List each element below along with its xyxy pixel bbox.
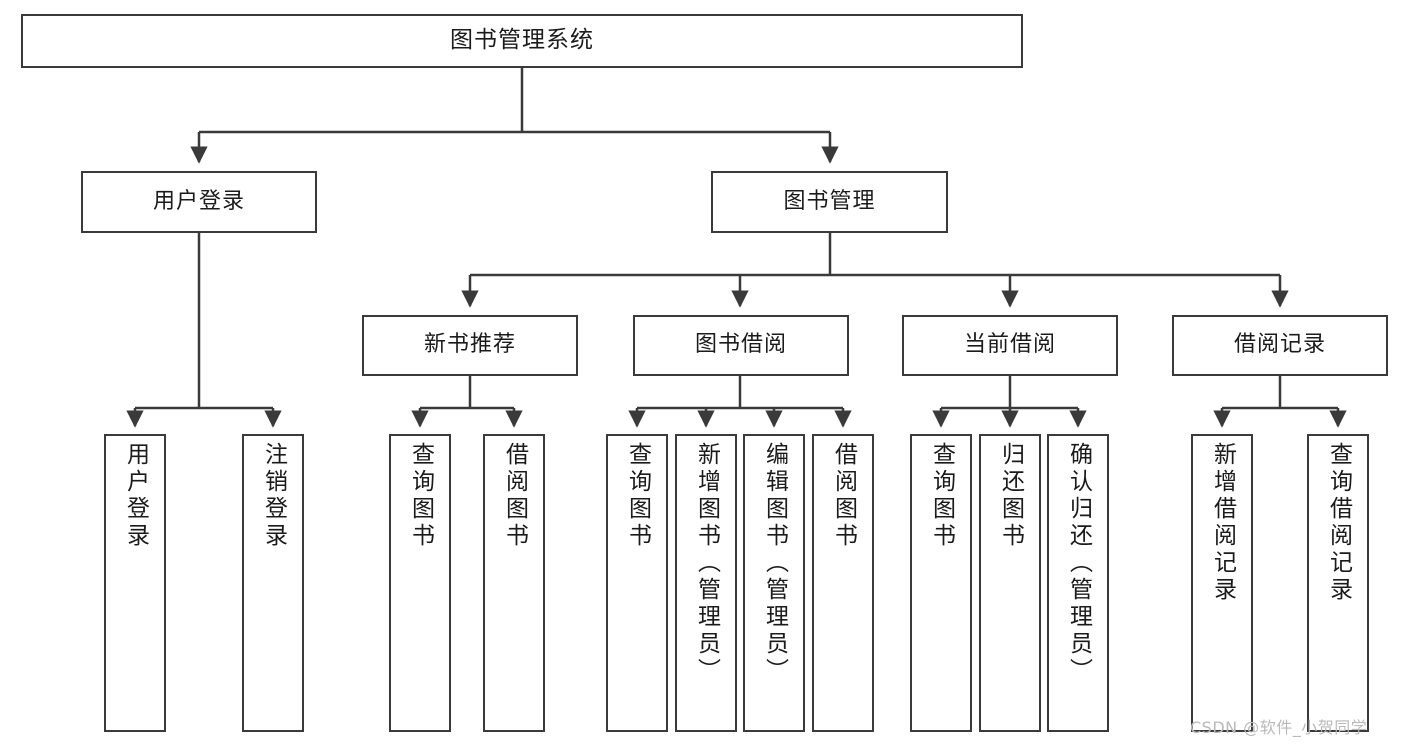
leaf-user-login-signout[interactable]: 注销登录 — [242, 434, 304, 732]
node-label: 查询图书 — [407, 442, 434, 550]
node-label: 编辑图书（管理员） — [761, 442, 788, 685]
node-label: 借阅图书 — [830, 442, 857, 550]
node-label: 归还图书 — [997, 442, 1024, 550]
node-book-management[interactable]: 图书管理 — [711, 171, 948, 233]
node-label: 查询借阅记录 — [1325, 442, 1352, 604]
node-label: 图书借阅 — [694, 332, 787, 358]
leaf-borrow-add-book-admin[interactable]: 新增图书（管理员） — [675, 434, 737, 732]
leaf-borrow-query-book[interactable]: 查询图书 — [606, 434, 668, 732]
leaf-current-return-book[interactable]: 归还图书 — [979, 434, 1041, 732]
leaf-record-add-record[interactable]: 新增借阅记录 — [1191, 434, 1253, 732]
node-label: 用户登录 — [152, 188, 245, 214]
node-borrow-record[interactable]: 借阅记录 — [1172, 315, 1388, 376]
node-label: 新增借阅记录 — [1209, 442, 1236, 604]
node-label: 查询图书 — [624, 442, 651, 550]
node-label: 确认归还（管理员） — [1065, 442, 1092, 685]
leaf-recommend-query-book[interactable]: 查询图书 — [389, 434, 451, 732]
node-label: 注销登录 — [260, 442, 287, 550]
node-label: 查询图书 — [928, 442, 955, 550]
node-new-book-recommend[interactable]: 新书推荐 — [362, 315, 578, 376]
node-label: 借阅记录 — [1233, 332, 1326, 358]
node-label: 借阅图书 — [501, 442, 528, 550]
leaf-current-confirm-return-admin[interactable]: 确认归还（管理员） — [1047, 434, 1109, 732]
node-root-system[interactable]: 图书管理系统 — [21, 14, 1023, 68]
node-current-borrow[interactable]: 当前借阅 — [902, 315, 1118, 376]
leaf-current-query-book[interactable]: 查询图书 — [910, 434, 972, 732]
leaf-record-query-record[interactable]: 查询借阅记录 — [1307, 434, 1369, 732]
leaf-borrow-edit-book-admin[interactable]: 编辑图书（管理员） — [743, 434, 805, 732]
leaf-user-login-signin[interactable]: 用户登录 — [104, 434, 166, 732]
node-label: 当前借阅 — [963, 332, 1056, 358]
node-book-borrow[interactable]: 图书借阅 — [633, 315, 849, 376]
csdn-watermark: CSDN @软件_小贺同学 — [1190, 718, 1368, 737]
node-user-login[interactable]: 用户登录 — [81, 171, 317, 233]
leaf-recommend-borrow-book[interactable]: 借阅图书 — [483, 434, 545, 732]
leaf-borrow-borrow-book[interactable]: 借阅图书 — [812, 434, 874, 732]
node-label: 用户登录 — [122, 442, 149, 550]
node-label: 图书管理 — [783, 188, 876, 214]
node-label: 图书管理系统 — [450, 27, 594, 54]
node-label: 新书推荐 — [423, 332, 516, 358]
node-label: 新增图书（管理员） — [693, 442, 720, 685]
